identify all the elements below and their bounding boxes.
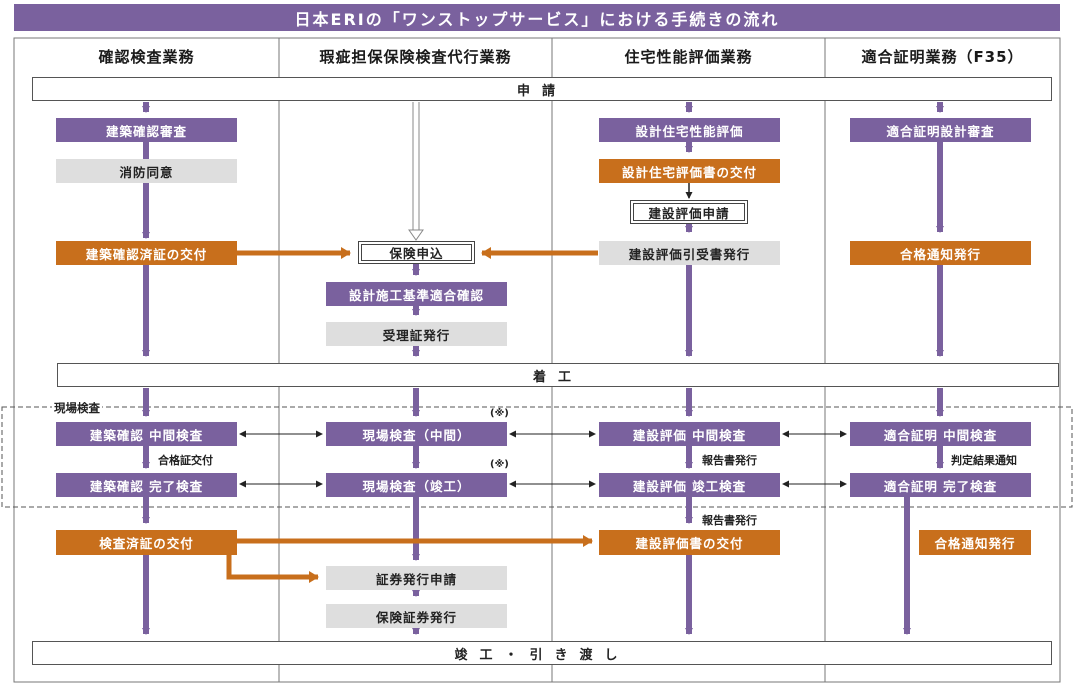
box-goukaku-2: 合格通知発行 [919,530,1031,555]
diagram-title: 日本ERIの「ワンストップサービス」における手続きの流れ [14,4,1060,31]
box-kakunin-kanryo: 建築確認 完了検査 [56,473,237,497]
box-sekkei-seko: 設計施工基準適合確認 [326,282,507,306]
box-kakunin-chukan: 建築確認 中間検査 [56,422,237,446]
box-kensa-sumisho: 検査済証の交付 [56,530,237,555]
box-kakunin-sumisho: 建築確認済証の交付 [56,241,237,265]
column-header-kashi: 瑕疵担保保険検査代行業務 [319,47,512,66]
box-sekkei-seino: 設計住宅性能評価 [599,118,780,142]
box-hoken-moushikomi: 保険申込 [358,241,475,264]
box-hyoka-chukan: 建設評価 中間検査 [599,422,780,446]
box-sekkei-hyokasho: 設計住宅評価書の交付 [599,159,780,183]
box-tekigo-sekkei: 適合証明設計審査 [850,118,1031,142]
box-shoken-hakko: 保険証券発行 [326,604,507,628]
band-shunko: 竣工・引き渡し [32,641,1052,665]
box-kenchiku-kakunin-shinsa: 建築確認審査 [56,118,237,142]
orange-connectors [226,247,598,583]
box-shobo-doi: 消防同意 [56,159,237,183]
box-genba-shunko: 現場検査（竣工） [326,473,507,497]
hollow-arrow [408,229,424,241]
band-chakko: 着工 [57,363,1059,387]
box-genba-chukan: 現場検査（中間） [326,422,507,446]
box-shoken-shinsei: 証券発行申請 [326,566,507,590]
column-header-tekigo: 適合証明業務（F35） [861,47,1024,66]
outer-frame [13,37,1061,683]
col4-flow [903,102,944,635]
note-mark-2: (※) [490,459,509,470]
link-arrows [239,430,847,488]
box-goukaku-1: 合格通知発行 [850,241,1031,265]
note-houkoku-1: 報告書発行 [702,454,757,467]
box-tekigo-kanryo: 適合証明 完了検査 [850,473,1031,497]
col2-flow [408,102,424,635]
column-header-seino: 住宅性能評価業務 [624,47,753,66]
band-shinsei: 申請 [32,77,1052,101]
box-hyoka-shunko: 建設評価 竣工検査 [599,473,780,497]
box-hyokasho: 建設評価書の交付 [599,530,780,555]
box-tekigo-chukan: 適合証明 中間検査 [850,422,1031,446]
column-header-kakunin: 確認検査業務 [98,47,195,66]
note-mark-1: (※) [490,408,509,419]
note-hantei: 判定結果通知 [951,454,1017,467]
genba-dashed-region [1,406,1073,508]
genba-label: 現場検査 [52,400,102,416]
note-goukakusho: 合格証交付 [158,454,213,467]
box-hikiuke: 建設評価引受書発行 [599,241,780,265]
box-juri: 受理証発行 [326,322,507,346]
note-houkoku-2: 報告書発行 [702,514,757,527]
box-kensetsu-shinsei: 建設評価申請 [630,200,748,224]
